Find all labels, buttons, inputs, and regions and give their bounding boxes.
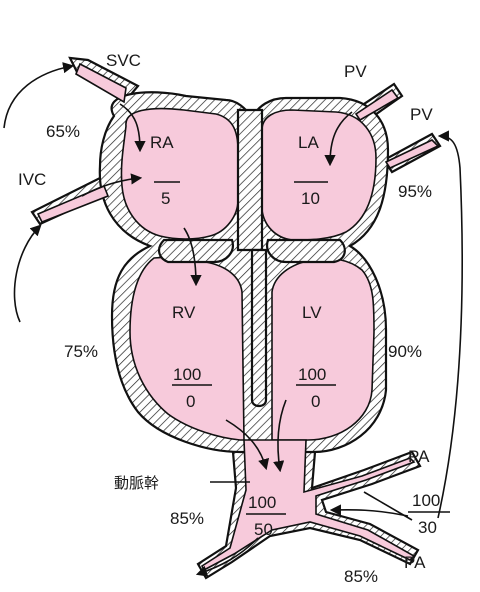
pa-bottom-label: PA (404, 553, 426, 572)
rv-label: RV (172, 303, 196, 322)
pv-right-lumen (384, 139, 440, 170)
rv-saturation: 75% (64, 342, 98, 361)
la-cavity (261, 109, 377, 241)
pv-top-lumen (354, 88, 400, 122)
pa-systolic: 100 (412, 491, 440, 510)
ventricular-septum (250, 248, 268, 408)
svc-label: SVC (106, 51, 141, 70)
ra-label: RA (150, 133, 174, 152)
ivc-label: IVC (18, 170, 46, 189)
trunk-label: 動脈幹 (114, 474, 159, 492)
trunk-saturation: 85% (170, 509, 204, 528)
lv-systolic: 100 (298, 365, 326, 384)
lv-saturation: 90% (388, 342, 422, 361)
la-saturation: 95% (398, 182, 432, 201)
pv-right-label: PV (410, 105, 433, 124)
av-ring-left (158, 238, 234, 264)
pa-saturation: 85% (344, 567, 378, 586)
svc-saturation: 65% (46, 122, 80, 141)
la-pressure: 10 (301, 189, 320, 208)
svc-lumen (75, 62, 127, 104)
fraction-bars (154, 181, 450, 515)
lv-label: LV (302, 303, 322, 322)
atrial-septum (236, 108, 264, 252)
rv-systolic: 100 (173, 365, 201, 384)
ra-cavity (120, 107, 239, 240)
av-ring-right (266, 238, 346, 264)
ra-pressure: 5 (161, 189, 170, 208)
pa-top-label: PA (408, 447, 430, 466)
la-label: LA (298, 133, 319, 152)
flow-arrows (3, 62, 463, 577)
pv-top-label: PV (344, 62, 367, 81)
lv-cavity (271, 257, 375, 441)
lv-diastolic: 0 (311, 392, 320, 411)
pa-diastolic: 30 (418, 518, 437, 537)
trunk-systolic: 100 (248, 493, 276, 512)
trunk-diastolic: 50 (254, 520, 273, 539)
rv-diastolic: 0 (186, 392, 195, 411)
labels: SVC IVC PV PV PA PA 動脈幹 RA 5 LA 10 RV 10… (18, 51, 440, 586)
